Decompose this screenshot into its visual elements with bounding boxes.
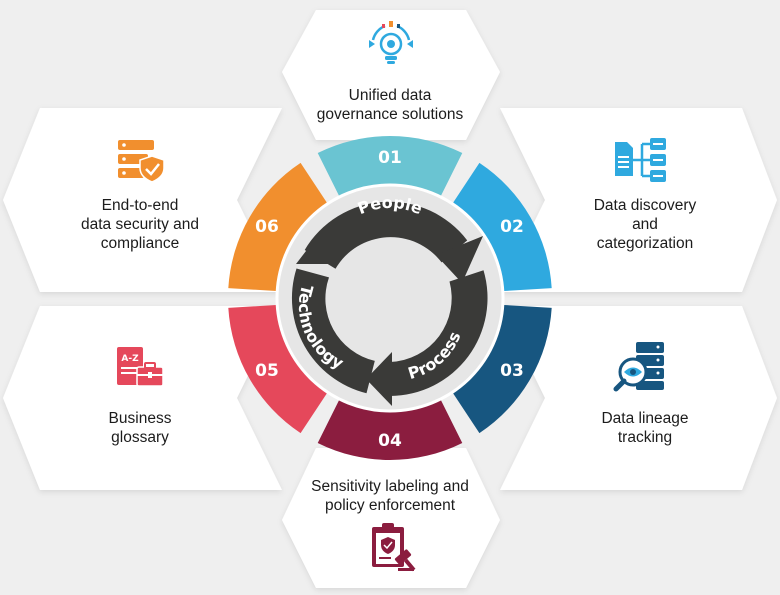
card-06	[3, 108, 282, 292]
server-shield-icon	[118, 140, 165, 183]
lightbulb-gear-icon	[369, 21, 413, 64]
caption-06-line-1: End-to-end	[101, 197, 179, 214]
number-02: 02	[500, 217, 524, 237]
cycle-arc-people	[304, 201, 468, 269]
caption-06-line-3: compliance	[100, 235, 180, 252]
ring-segment-05	[228, 304, 329, 434]
caption-02: Data discovery and categorization	[555, 196, 735, 253]
caption-02-line-3: categorization	[596, 235, 694, 252]
cycle-arc-technology	[291, 268, 375, 394]
card-04	[282, 448, 500, 588]
ring-segment-03	[451, 304, 552, 434]
caption-02-line-2: and	[632, 216, 658, 233]
number-06: 06	[255, 217, 279, 237]
cycle-arc-process	[390, 270, 488, 396]
cycle-arrows	[291, 201, 488, 406]
glossary-briefcase-icon: A-Z	[117, 347, 164, 387]
ring-segment-01	[317, 135, 463, 198]
cycle-arrowhead-people	[436, 236, 483, 283]
database-eye-icon	[613, 342, 664, 392]
caption-05: Business glossary	[50, 409, 230, 447]
ring-segment-06	[228, 162, 329, 292]
cycle-arrowhead-process	[366, 352, 392, 406]
ring-segment-04	[317, 398, 463, 460]
cycle-arrowhead-technology	[296, 238, 335, 264]
caption-05-line-2: glossary	[111, 429, 169, 446]
number-04: 04	[378, 431, 402, 451]
card-02	[500, 108, 777, 292]
caption-06: End-to-end data security and compliance	[50, 196, 230, 253]
caption-01: Unified data governance solutions	[290, 86, 490, 124]
card-03	[500, 306, 777, 490]
caption-02-line-1: Data discovery	[593, 197, 697, 214]
caption-04-line-2: policy enforcement	[324, 497, 456, 514]
caption-03: Data lineage tracking	[555, 409, 735, 447]
number-01: 01	[378, 148, 402, 168]
caption-04: Sensitivity labeling and policy enforcem…	[290, 477, 490, 515]
svg-text:A-Z: A-Z	[121, 354, 139, 364]
number-ring	[228, 135, 552, 460]
number-03: 03	[500, 361, 524, 381]
caption-01-line-1: Unified data	[348, 87, 432, 104]
card-01	[282, 10, 500, 140]
card-05	[3, 306, 282, 490]
hexagon-cards	[3, 10, 777, 588]
ring-segment-02	[451, 162, 552, 292]
center-hub-rim	[275, 183, 505, 413]
caption-05-line-1: Business	[108, 410, 172, 427]
caption-03-line-1: Data lineage	[601, 410, 689, 427]
document-hierarchy-icon	[615, 138, 666, 182]
caption-06-line-2: data security and	[80, 216, 200, 233]
caption-01-line-2: governance solutions	[316, 106, 464, 123]
clipboard-gavel-icon	[372, 523, 416, 572]
number-05: 05	[255, 361, 279, 381]
caption-04-line-1: Sensitivity labeling and	[311, 478, 469, 495]
caption-03-line-2: tracking	[617, 429, 673, 446]
